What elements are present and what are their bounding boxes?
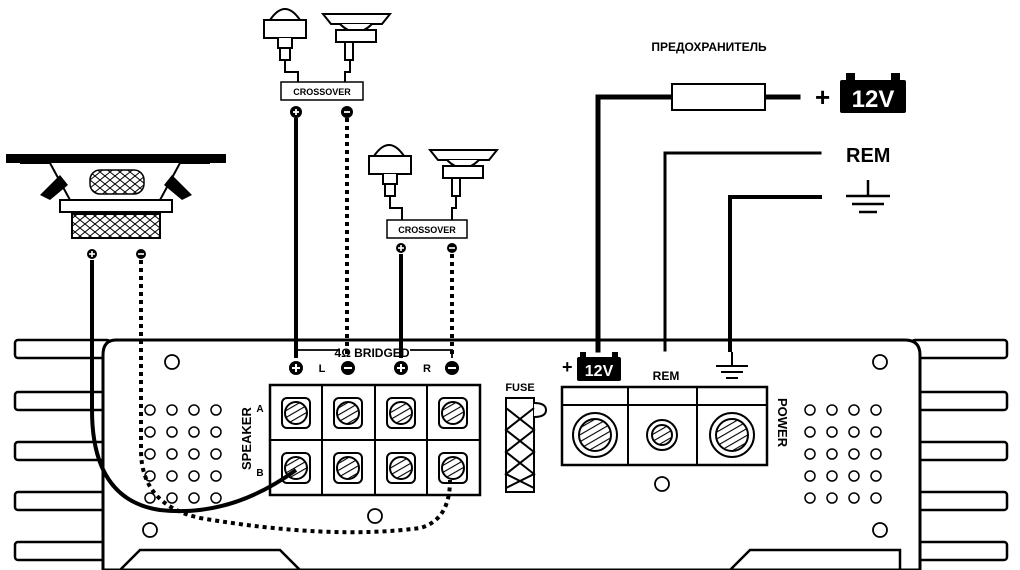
ground-icon: [716, 352, 748, 379]
tweeter-icon: [368, 144, 412, 197]
bridged-label: 4Ω BRIDGED: [335, 346, 410, 360]
speaker-icon: [320, 13, 393, 61]
amplifier: 4Ω BRIDGED L R SPEAKER A B FUSE: [13, 338, 1009, 570]
power-wiring: [595, 94, 822, 353]
minus-terminal-icon: [445, 361, 459, 375]
plus-terminal-icon: [394, 361, 408, 375]
rem-terminal-label: REM: [653, 369, 680, 383]
fuse-holder: [504, 397, 548, 493]
fuse-label: FUSE: [505, 382, 534, 394]
rem-top-label: REM: [846, 145, 890, 167]
plus-terminal-icon: [87, 249, 97, 259]
battery-icon: 12V: [577, 352, 621, 381]
power-terminal-block: [560, 385, 769, 467]
minus-terminal-icon: [341, 361, 355, 375]
ground-icon: [846, 180, 890, 214]
crossover-middle: CROSSOVER: [368, 144, 500, 253]
minus-terminal-icon: [136, 249, 146, 259]
power-terminal-screws: [572, 412, 755, 458]
woofer-speaker: [6, 154, 226, 259]
vent-dots-left: [144, 404, 222, 504]
row-b-label: B: [256, 468, 263, 479]
crossover-middle-label: CROSSOVER: [398, 225, 456, 235]
screw-holes: [142, 354, 888, 538]
row-a-label: A: [256, 404, 263, 415]
minus-terminal-icon: [341, 106, 353, 118]
speaker-terminal-screws: [281, 397, 468, 484]
crossover-top: CROSSOVER: [263, 8, 393, 118]
crossover-top-label: CROSSOVER: [293, 87, 351, 97]
battery-icon: 12V: [840, 73, 906, 113]
fuse-top-label: ПРЕДОХРАНИТЕЛЬ: [651, 40, 767, 54]
plus-terminal-icon: [290, 106, 302, 118]
plus-terminal-icon: [396, 243, 406, 253]
battery-label: 12V: [852, 86, 895, 113]
channel-r-label: R: [423, 363, 431, 375]
battery-plus-label: +: [815, 82, 830, 112]
speaker-wiring: [90, 118, 454, 535]
inline-fuse: [671, 83, 766, 111]
speaker-icon: [427, 149, 500, 197]
channel-l-label: L: [319, 363, 326, 375]
minus-terminal-icon: [447, 243, 457, 253]
speaker-label: SPEAKER: [239, 407, 254, 470]
heatsink-fins-right: [910, 338, 1009, 562]
tweeter-icon: [263, 8, 307, 61]
plus-12v-sign: +: [562, 357, 573, 377]
power-label: POWER: [775, 398, 790, 448]
speaker-terminal-block: [268, 383, 482, 497]
vent-dots-right: [804, 404, 882, 504]
plus-terminal-icon: [289, 361, 303, 375]
terminal-12v-label: 12V: [585, 363, 614, 380]
